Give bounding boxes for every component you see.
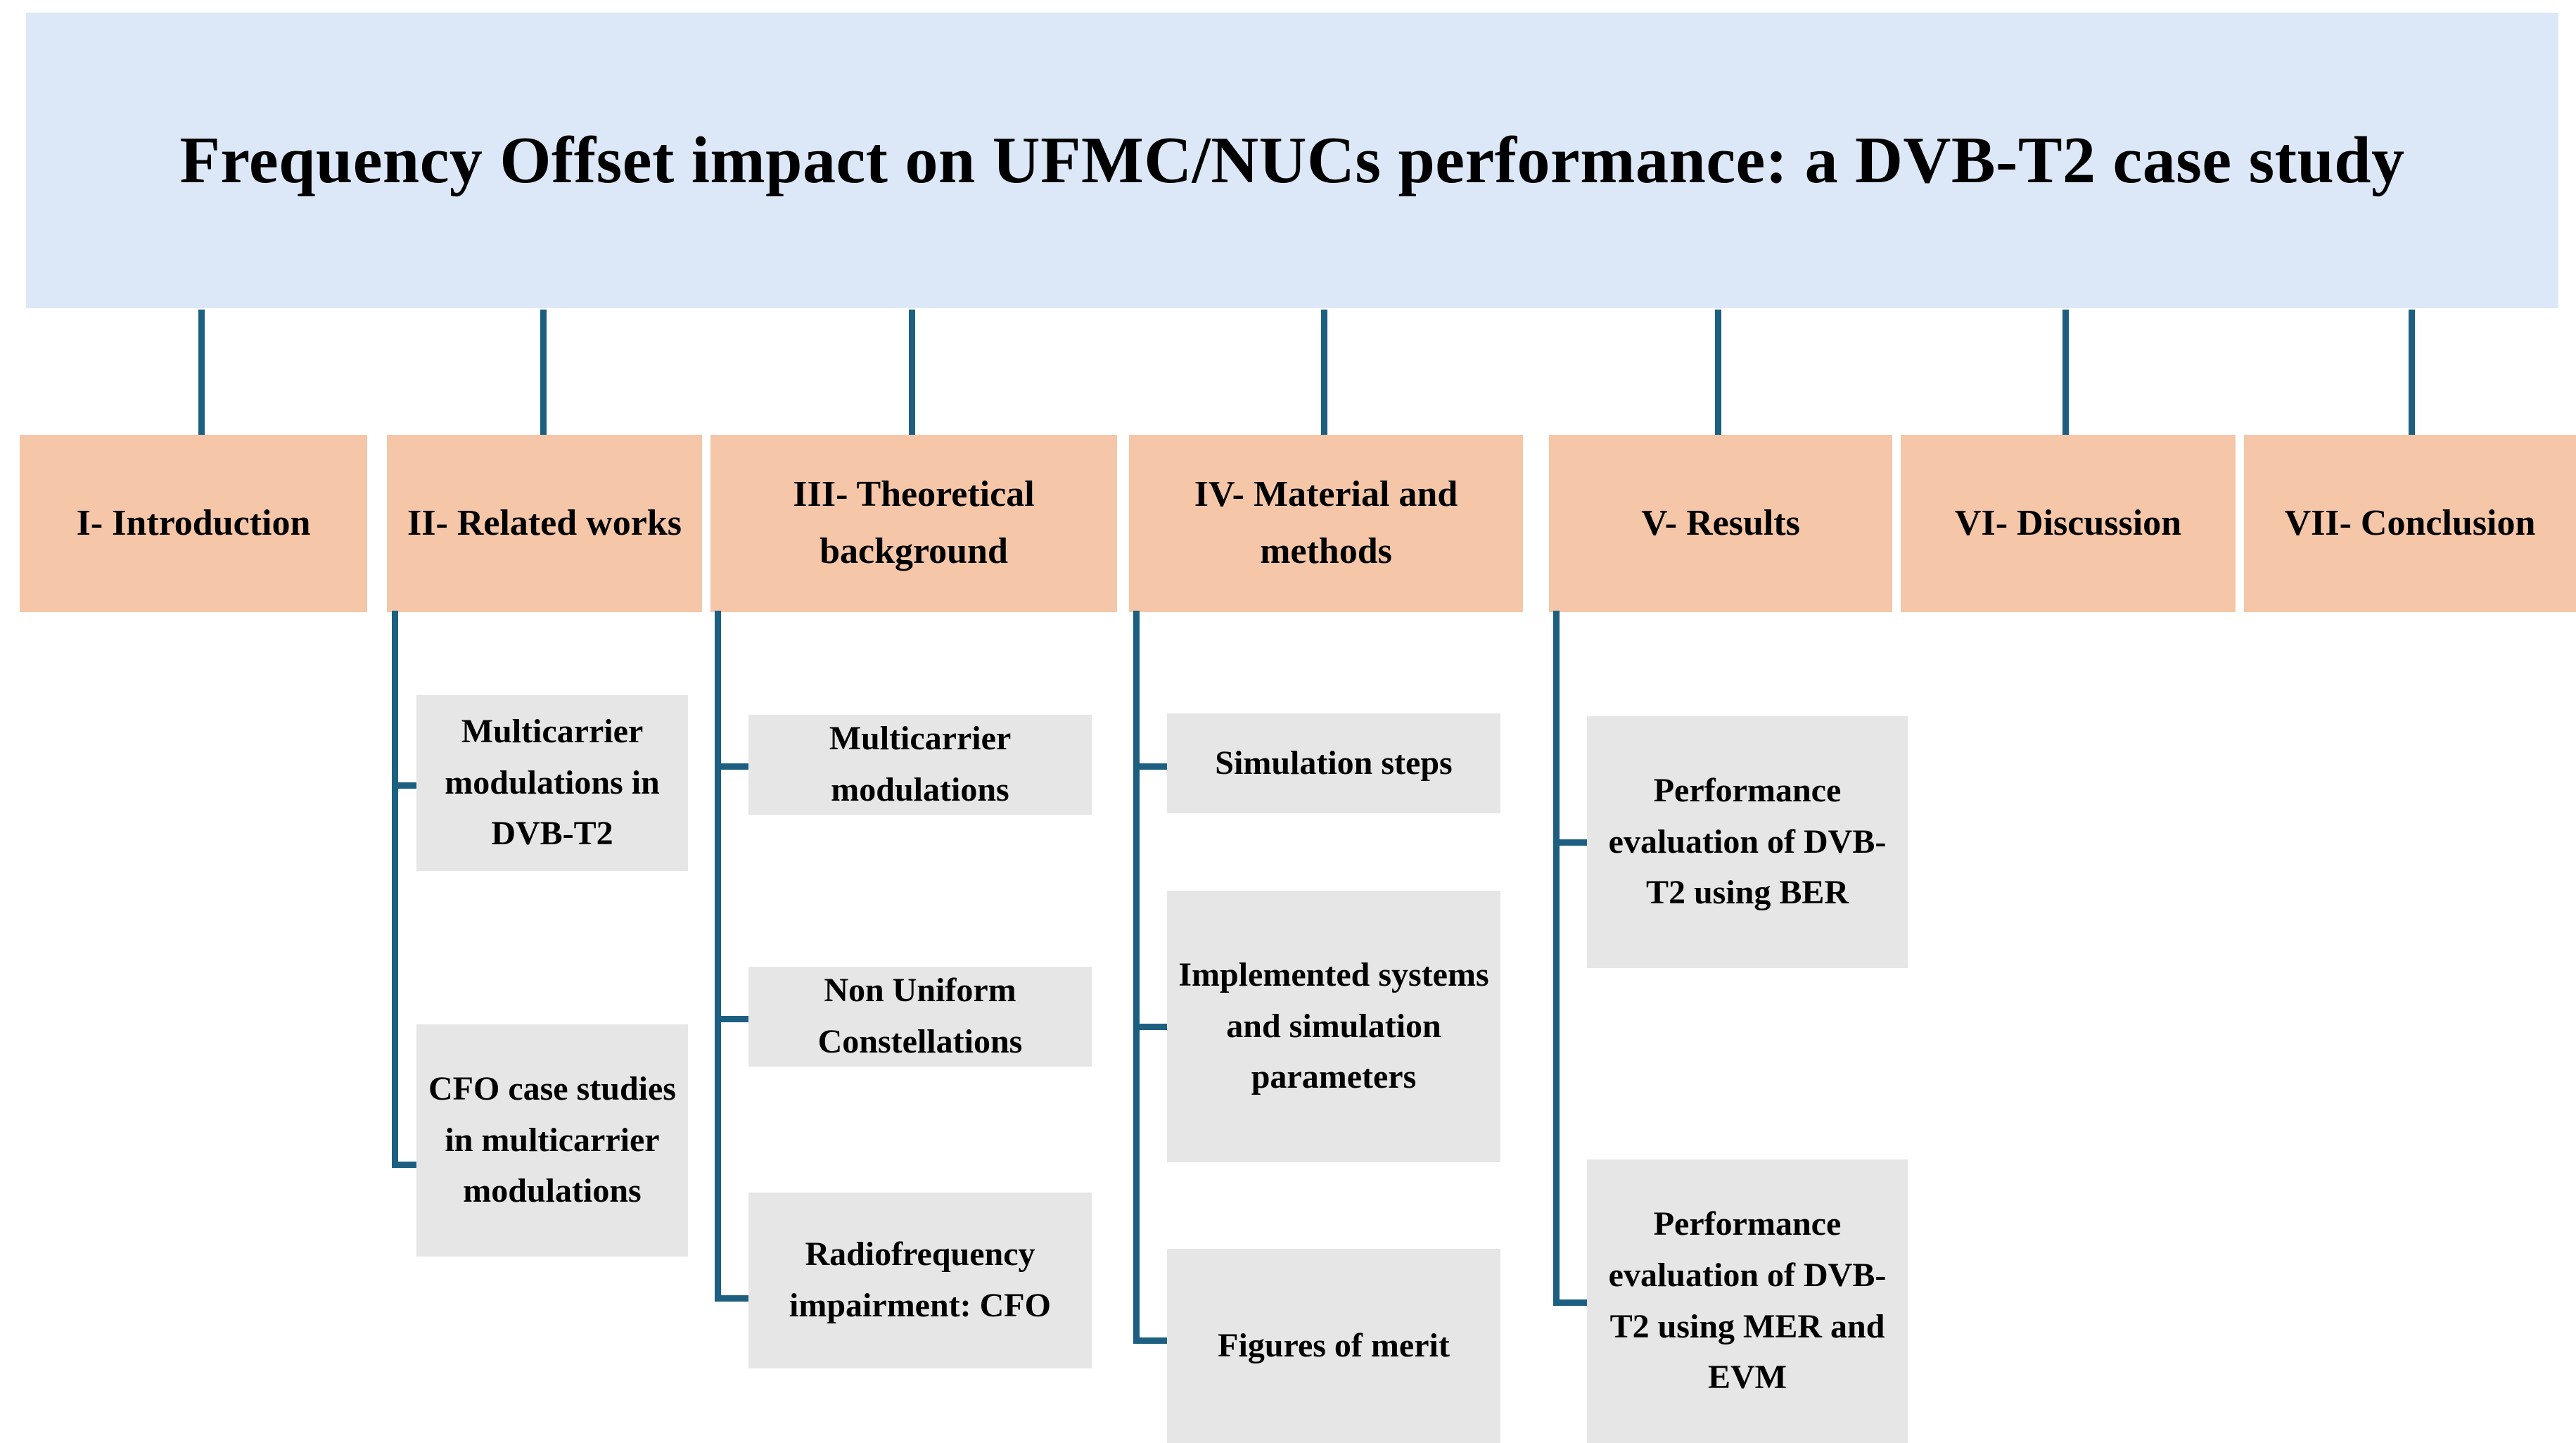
connector-stub-results-1 [1553, 839, 1590, 846]
connector-title-to-conclusion [2409, 310, 2415, 435]
subsection-label-cfo-case-studies-in-multicarrier-modulations: CFO case studies in multicarrier modulat… [428, 1069, 676, 1210]
connector-title-to-related-works [540, 310, 547, 435]
section-label-introduction: I- Introduction [76, 502, 311, 543]
section-box-theoretical-background[interactable]: III- Theoretical background [710, 435, 1117, 612]
connector-trunk-theoretical-background [715, 611, 721, 1302]
section-label-results: V- Results [1641, 502, 1800, 543]
subsection-label-radiofrequency-impairment-cfo: Radiofrequency impairment: CFO [789, 1235, 1051, 1324]
section-box-results[interactable]: V- Results [1549, 435, 1892, 612]
section-box-material-and-methods[interactable]: IV- Material and methods [1129, 435, 1523, 612]
connector-stub-related-works-1 [392, 782, 420, 789]
connector-stub-theoretical-background-1 [715, 763, 751, 770]
subsection-label-non-uniform-constellations: Non Uniform Constellations [817, 972, 1023, 1060]
subsection-label-simulation-steps: Simulation steps [1215, 744, 1453, 782]
diagram-title-text: Frequency Offset impact on UFMC/NUCs per… [179, 123, 2405, 197]
section-box-conclusion[interactable]: VII- Conclusion [2244, 435, 2576, 612]
connector-title-to-material-and-methods [1321, 310, 1327, 435]
subsection-box-multicarrier-modulations-in-dvb-t2[interactable]: Multicarrier modulations in DVB-T2 [416, 695, 688, 871]
connector-trunk-results [1553, 611, 1560, 1306]
subsection-box-simulation-steps[interactable]: Simulation steps [1167, 713, 1500, 813]
section-label-related-works: II- Related works [407, 502, 682, 543]
subsection-box-non-uniform-constellations[interactable]: Non Uniform Constellations [748, 967, 1092, 1067]
subsection-label-figures-of-merit: Figures of merit [1218, 1326, 1450, 1364]
connector-stub-material-and-methods-2 [1133, 1024, 1170, 1030]
connector-title-to-results [1715, 310, 1721, 435]
subsection-label-multicarrier-modulations: Multicarrier modulations [829, 720, 1012, 808]
section-box-related-works[interactable]: II- Related works [387, 435, 702, 612]
subsection-label-performance-evaluation-ber: Performance evaluation of DVB-T2 using B… [1608, 771, 1887, 912]
section-box-discussion[interactable]: VI- Discussion [1901, 435, 2236, 612]
section-label-discussion: VI- Discussion [1954, 502, 2182, 543]
section-label-conclusion: VII- Conclusion [2284, 502, 2536, 543]
connector-stub-theoretical-background-2 [715, 1016, 751, 1022]
connector-stub-material-and-methods-1 [1133, 763, 1170, 770]
section-box-introduction[interactable]: I- Introduction [20, 435, 367, 612]
subsection-box-multicarrier-modulations[interactable]: Multicarrier modulations [748, 715, 1092, 815]
connector-stub-material-and-methods-3 [1133, 1337, 1170, 1344]
connector-title-to-discussion [2062, 310, 2069, 435]
subsection-label-multicarrier-modulations-in-dvb-t2: Multicarrier modulations in DVB-T2 [445, 712, 660, 853]
connector-stub-theoretical-background-3 [715, 1295, 751, 1302]
subsection-box-radiofrequency-impairment-cfo[interactable]: Radiofrequency impairment: CFO [748, 1193, 1092, 1368]
subsection-box-performance-evaluation-ber[interactable]: Performance evaluation of DVB-T2 using B… [1587, 716, 1908, 968]
subsection-box-cfo-case-studies-in-multicarrier-modulations[interactable]: CFO case studies in multicarrier modulat… [416, 1024, 688, 1257]
section-label-material-and-methods: IV- Material and methods [1194, 474, 1458, 571]
connector-title-to-theoretical-background [909, 310, 915, 435]
connector-trunk-related-works [392, 611, 398, 1168]
section-label-theoretical-background: III- Theoretical background [793, 474, 1035, 571]
connector-stub-related-works-2 [392, 1162, 420, 1168]
subsection-box-figures-of-merit[interactable]: Figures of merit [1167, 1249, 1500, 1443]
connector-title-to-introduction [198, 310, 205, 435]
subsection-label-implemented-systems-and-simulation-parameters: Implemented systems and simulation param… [1178, 955, 1489, 1096]
connector-trunk-material-and-methods [1133, 611, 1140, 1344]
subsection-box-implemented-systems-and-simulation-parameters[interactable]: Implemented systems and simulation param… [1167, 891, 1500, 1162]
subsection-label-performance-evaluation-mer-evm: Performance evaluation of DVB-T2 using M… [1608, 1204, 1887, 1397]
subsection-box-performance-evaluation-mer-evm[interactable]: Performance evaluation of DVB-T2 using M… [1587, 1159, 1908, 1443]
connector-stub-results-2 [1553, 1299, 1590, 1306]
diagram-title-box: Frequency Offset impact on UFMC/NUCs per… [26, 13, 2558, 308]
